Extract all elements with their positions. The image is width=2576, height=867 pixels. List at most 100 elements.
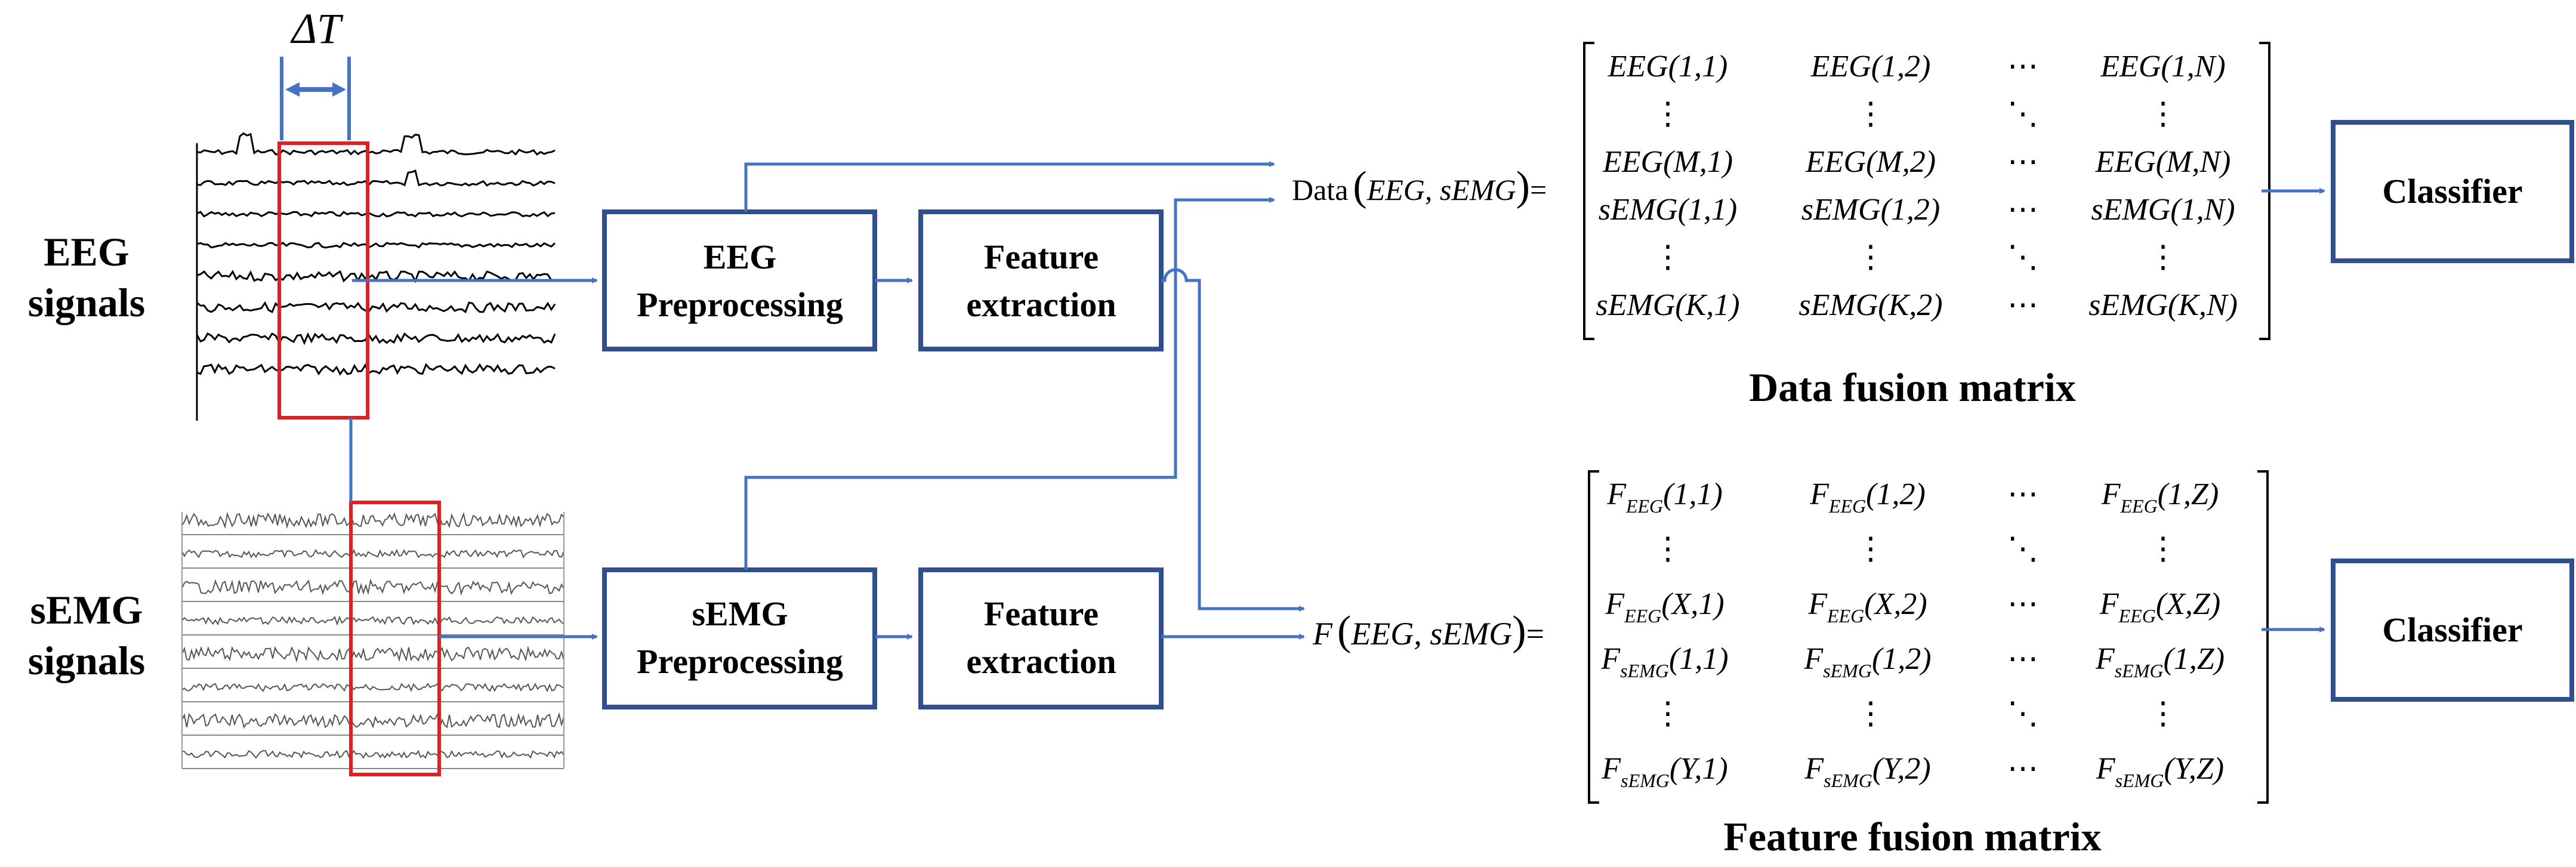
feature-matrix-right-bracket [2257,470,2269,804]
feature-matrix-caption: Feature fusion matrix [1723,814,2101,859]
semg-trace [181,578,564,596]
data-matrix-cell: ⋮ [1652,240,1683,274]
data-matrix-cell: sEMG(K,N) [2088,288,2238,322]
semg-signal-plot [181,511,564,769]
feature-matrix-cell: FEEG(1,2) [1809,477,1926,517]
data-matrix-cell: EEG(M,1) [1602,145,1733,179]
semg-feature-extraction-label-line1: Feature [984,594,1099,633]
data-matrix-cell: ⋯ [2007,193,2038,227]
data-matrix-cell: ⋮ [2148,97,2179,131]
data-matrix-cell: sEMG(1,1) [1599,193,1738,227]
eeg-feature-extraction-box [918,209,1164,351]
data-matrix-lhs: Data(EEG, sEMG)= [1292,163,1547,209]
semg-trace [181,511,564,529]
feature-matrix-cell: FEEG(X,1) [1605,587,1724,627]
data-matrix-cell: EEG(1,N) [2100,50,2225,84]
eeg-preprocessing-label-line1: EEG [704,237,777,276]
feature-matrix-cell: FsEMG(1,Z) [2095,642,2225,681]
eeg-trace [196,332,556,345]
feature-matrix-cell: ⋯ [2007,642,2038,676]
feature-matrix-cell: FEEG(X,2) [1807,587,1927,627]
semg-trace [181,548,564,559]
feature-matrix-cell: ⋱ [2007,532,2038,566]
feature-matrix-cell: ⋮ [2148,697,2179,731]
feature-matrix-lhs-args: EEG, sEMG [1350,616,1512,652]
data-matrix-cell: EEG(M,N) [2095,145,2231,179]
feature-matrix-cell: FsEMG(Y,1) [1601,752,1727,791]
semg-trace [181,749,564,759]
feature-matrix-cell: ⋮ [1855,532,1886,566]
data-matrix-cells: EEG(1,1) EEG(1,2) ⋯ EEG(1,N) ⋮ ⋮ ⋱ ⋮ EEG(M,1) EEG… [1596,50,2238,322]
delta-t-label: ΔT [290,5,344,53]
feature-matrix-cell: FsEMG(Y,2) [1804,752,1930,791]
semg-feature-extraction-label-line2: extraction [966,642,1116,681]
feature-classifier-label: Classifier [2382,610,2522,649]
data-matrix-cell: ⋮ [1652,97,1683,131]
semg-preprocessing-label-line2: Preprocessing [637,642,843,681]
feature-matrix-cell: ⋮ [2148,532,2179,566]
delta-t-arrow-icon [285,82,346,97]
data-matrix-lhs-args: EEG, sEMG [1366,173,1516,206]
data-matrix-cell: ⋱ [2007,240,2038,274]
data-matrix-cell: sEMG(K,1) [1596,288,1739,322]
semg-time-window [349,501,441,776]
data-matrix-cell: sEMG(1,2) [1801,193,1941,227]
data-classifier-box [2331,120,2574,263]
data-matrix-cell: sEMG(1,N) [2091,193,2235,227]
feature-matrix-left-bracket [1588,470,1599,804]
eeg-preprocessing-box [602,209,877,351]
data-matrix-cell: EEG(M,2) [1805,145,1936,179]
semg-trace [181,646,564,663]
semg-raw-to-data-matrix-line [744,197,1275,570]
data-classifier-label: Classifier [2382,172,2522,211]
semg-trace [181,683,564,693]
data-matrix-cell: ⋮ [2148,240,2179,274]
feature-matrix-cell: FsEMG(1,2) [1803,642,1931,681]
feature-matrix-cell: FEEG(X,Z) [2099,587,2220,627]
data-matrix-cell: ⋮ [1855,240,1886,274]
data-matrix-caption: Data fusion matrix [1749,365,2076,410]
feature-matrix-cell: ⋮ [1855,697,1886,731]
data-matrix-cell: EEG(1,1) [1608,50,1728,84]
eeg-signals-label-line2: signals [28,280,146,325]
feature-matrix-cell: ⋮ [1652,532,1683,566]
eeg-feature-to-feature-matrix-line [1161,268,1305,612]
eeg-signal-plot [196,132,556,421]
data-matrix-left-bracket [1583,42,1594,340]
feature-matrix-cells: FEEG(1,1)FEEG(1,2)⋯FEEG(1,Z)⋮⋮⋱⋮FEEG(X,1… [1600,477,2225,791]
eeg-trace [196,132,556,156]
feature-matrix-cell: ⋯ [2007,477,2038,511]
data-matrix-cell: sEMG(K,2) [1798,288,1942,322]
data-matrix-cell: ⋯ [2007,50,2038,84]
data-matrix-lhs-prefix: Data [1292,173,1348,206]
data-matrix-cell: EEG(1,2) [1810,50,1931,84]
eeg-trace [196,211,556,218]
eeg-trace [196,169,556,187]
semg-signals-label-line2: signals [28,638,146,683]
semg-signals-label-line1: sEMG [30,587,143,632]
data-matrix-cell: ⋮ [1855,97,1886,131]
feature-matrix-cell: FsEMG(Y,Z) [2096,752,2224,791]
feature-matrix-cell: FsEMG(1,1) [1600,642,1728,681]
data-matrix-cell: ⋯ [2007,288,2038,322]
feature-matrix-lhs-prefix: F [1312,616,1333,652]
data-matrix-cell: ⋱ [2007,97,2038,131]
semg-trace [181,615,564,626]
semg-preprocessing-label-line1: sEMG [692,594,788,633]
eeg-trace [196,363,556,376]
eeg-signals-label-line1: EEG [44,229,129,274]
semg-feature-extraction-box [918,567,1164,709]
feature-matrix-cell: ⋮ [1652,697,1683,731]
eeg-raw-to-data-matrix-line [744,161,1275,212]
feature-matrix-lhs: F(EEG, sEMG)= [1312,608,1544,654]
eeg-trace [196,242,556,249]
semg-preprocessing-box [602,567,877,709]
feature-matrix-cell: ⋯ [2007,752,2038,786]
eeg-feature-extraction-label-line2: extraction [966,285,1116,324]
eeg-feature-extraction-label-line1: Feature [984,237,1099,276]
feature-matrix-cell: ⋯ [2007,587,2038,621]
semg-trace [181,712,564,730]
feature-matrix-cell: FEEG(1,1) [1606,477,1723,517]
